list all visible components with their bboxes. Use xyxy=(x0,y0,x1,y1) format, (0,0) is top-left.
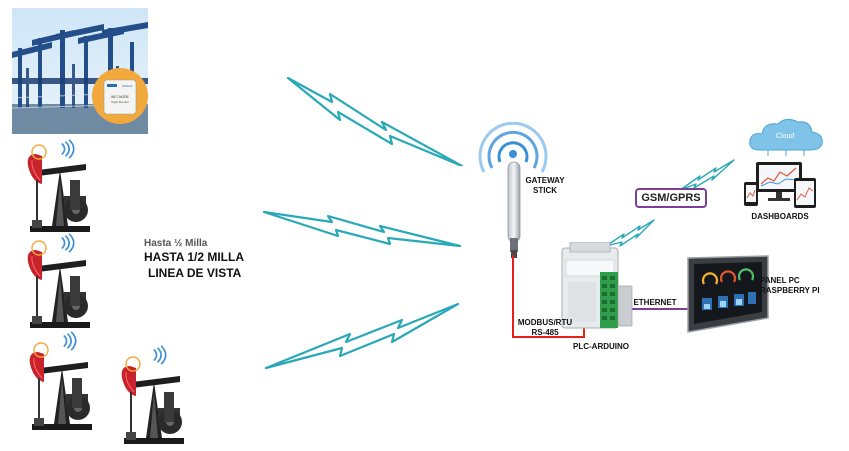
wireless-bolt-1 xyxy=(286,76,464,166)
gateway-label-2: STICK xyxy=(533,186,557,195)
dashboards-label: DASHBOARDS xyxy=(751,212,809,221)
range-line-1: HASTA 1/2 MILLA xyxy=(144,250,245,264)
modbus-label-2: RS-485 xyxy=(531,328,559,337)
ethernet-label: ETHERNET xyxy=(633,298,677,307)
range-ghost-text: Hasta ½ Milla xyxy=(144,238,208,249)
gateway-antenna xyxy=(507,161,521,258)
dashboards-devices xyxy=(744,162,816,208)
panel-pc-label-1: PANEL PC xyxy=(760,276,800,285)
cloud-label: Cloud xyxy=(776,133,794,140)
gsm-gprs-label: GSM/GPRS xyxy=(641,192,701,204)
badge-line1: SIGNAL xyxy=(122,84,133,88)
cloud-icon: Cloud xyxy=(749,118,823,156)
wireless-bolt-3 xyxy=(264,302,460,370)
oilfield-photo: WLT-NODE Night Monitor SIGNAL xyxy=(12,8,148,134)
panel-pc-device xyxy=(687,255,769,333)
gateway-label-1: GATEWAY xyxy=(525,176,565,185)
wireless-bolt-2 xyxy=(262,210,462,248)
panel-pc-label-2: RASPBERRY PI xyxy=(760,286,820,295)
modbus-label-1: MODBUS/RTU xyxy=(517,318,573,327)
gsm-gprs-badge: GSM/GPRS xyxy=(635,188,707,208)
wifi-broadcast-icon xyxy=(478,122,548,173)
plc-label: PLC-ARDUINO xyxy=(573,342,629,351)
badge-line3: Night Monitor xyxy=(111,100,129,104)
oilfield-photo-art: WLT-NODE Night Monitor SIGNAL xyxy=(12,8,148,134)
plc-arduino-device xyxy=(561,242,633,329)
range-line-2: LINEA DE VISTA xyxy=(148,266,242,280)
badge-line2: WLT-NODE xyxy=(111,95,129,99)
